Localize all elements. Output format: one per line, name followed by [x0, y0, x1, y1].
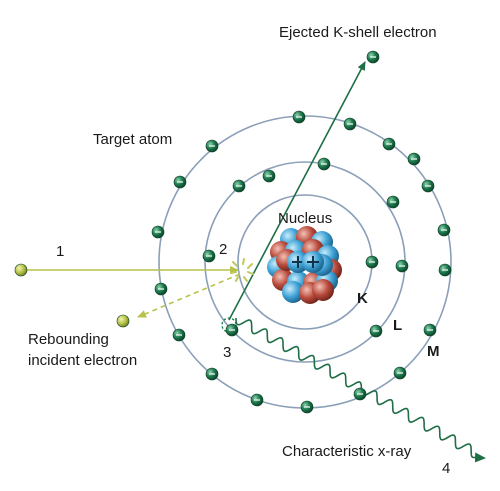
m-shell-electron-icon: [292, 110, 306, 124]
ejected-electron-label: Ejected K-shell electron: [279, 24, 437, 41]
characteristic-xray-label: Characteristic x-ray: [282, 443, 412, 460]
characteristic-xray-wave: [235, 318, 486, 463]
rebounding-label-line1: Rebounding: [28, 331, 109, 348]
step-4-label: 4: [442, 460, 451, 477]
incident-electron-icon: [14, 263, 28, 277]
m-shell-electron-icon: [423, 323, 437, 337]
m-shell-electron-icon: [154, 282, 168, 296]
m-shell-electron-icon: [343, 117, 357, 131]
m-shell-electron-icon: [353, 387, 367, 401]
ejected-electron-icon: [366, 50, 380, 64]
target-atom-label: Target atom: [93, 131, 173, 148]
l-shell-electron-icon: [225, 323, 239, 337]
m-shell-electron-icon: [407, 152, 421, 166]
m-shell-electron-icon: [382, 137, 396, 151]
m-shell-electron-icon: [151, 225, 165, 239]
step-3-label: 3: [223, 344, 232, 361]
neutron-icon: [282, 281, 304, 303]
rebounding-electron-icon: [116, 314, 130, 328]
m-shell-electron-icon: [438, 263, 452, 277]
m-shell-label: M: [427, 343, 440, 360]
m-shell-electron-icon: [205, 139, 219, 153]
electrons: [151, 110, 452, 414]
proton-icon: [302, 251, 324, 273]
special-electrons: [14, 50, 380, 328]
m-shell-electron-icon: [173, 175, 187, 189]
m-shell-electron-icon: [172, 328, 186, 342]
l-shell-electron-icon: [369, 324, 383, 338]
l-shell-electron-icon: [386, 195, 400, 209]
m-shell-electron-icon: [205, 367, 219, 381]
step-1-label: 1: [56, 243, 65, 260]
m-shell-electron-icon: [300, 400, 314, 414]
rebound-path: [137, 273, 241, 318]
rebounding-label-line2: incident electron: [28, 352, 138, 369]
m-shell-electron-icon: [437, 223, 451, 237]
m-shell-electron-icon: [250, 393, 264, 407]
nucleus-label: Nucleus: [278, 210, 333, 227]
k-shell-label: K: [357, 290, 368, 307]
m-shell-electron-icon: [393, 366, 407, 380]
m-shell-electron-icon: [421, 179, 435, 193]
l-shell-electron-icon: [262, 169, 276, 183]
nucleus: [267, 226, 342, 304]
ejection-path: [228, 61, 366, 321]
l-shell-electron-icon: [395, 259, 409, 273]
l-shell-label: L: [393, 317, 403, 334]
l-shell-electron-icon: [317, 157, 331, 171]
burst-icon: [230, 258, 254, 282]
k-shell-electron-icon: [365, 255, 379, 269]
proton-icon: [312, 279, 334, 301]
l-shell-electron-icon: [202, 249, 216, 263]
l-shell-electron-icon: [232, 179, 246, 193]
step-2-label: 2: [219, 241, 228, 258]
